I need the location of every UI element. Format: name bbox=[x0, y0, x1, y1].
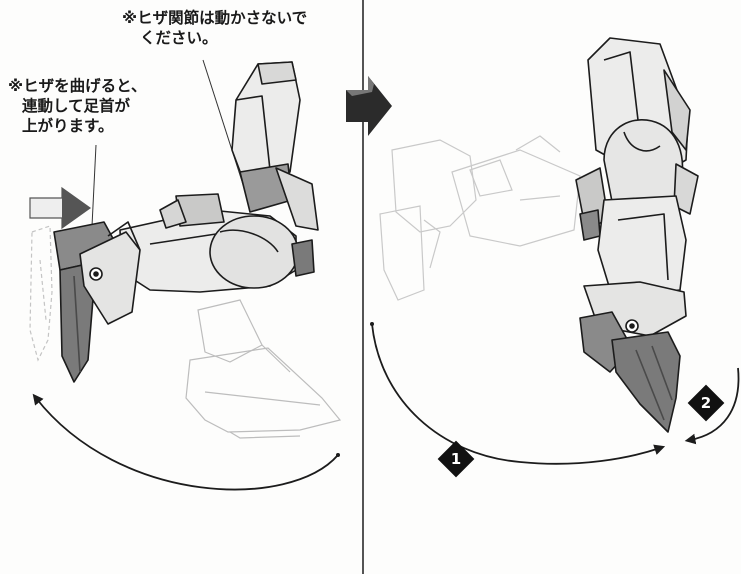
knee-note-line-1: ※ヒザ関節は動かさないで bbox=[122, 9, 308, 27]
push-arrow-icon bbox=[29, 186, 92, 230]
calf-part bbox=[597, 195, 687, 297]
knee-joint-caution-note: ※ヒザ関節は動かさないで ください。 bbox=[122, 8, 307, 48]
bend-note-line-1: ※ヒザを曲げると、 bbox=[8, 77, 147, 95]
knee-note-line-2: ください。 bbox=[140, 29, 218, 47]
bend-knee-note: ※ヒザを曲げると、 連動して足首が 上がります。 bbox=[8, 76, 146, 136]
rotation-arc-left bbox=[32, 393, 339, 491]
rotation-arc-step1 bbox=[371, 323, 666, 465]
foot-spike bbox=[611, 331, 681, 433]
ghost-lower-leg bbox=[185, 299, 342, 439]
calf-part bbox=[119, 193, 315, 293]
step-2-badge: 2 bbox=[687, 384, 725, 422]
rotation-arc-step2 bbox=[684, 367, 740, 445]
step-1-number: 1 bbox=[450, 450, 462, 468]
leader-line-ankle bbox=[91, 144, 97, 227]
knee-cap bbox=[575, 119, 699, 241]
ankle-foot-part bbox=[53, 221, 141, 383]
ghost-foot-outline bbox=[29, 225, 53, 362]
ghost-previous-leg bbox=[379, 135, 581, 301]
next-step-arrow-icon bbox=[346, 76, 392, 136]
thigh-part bbox=[231, 61, 319, 231]
left-panel bbox=[29, 59, 342, 491]
step-1-badge: 1 bbox=[437, 440, 475, 478]
right-panel bbox=[370, 37, 740, 465]
bend-note-line-3: 上がります。 bbox=[22, 117, 114, 135]
bend-note-line-2: 連動して足首が bbox=[22, 97, 131, 115]
step-2-number: 2 bbox=[700, 394, 712, 412]
